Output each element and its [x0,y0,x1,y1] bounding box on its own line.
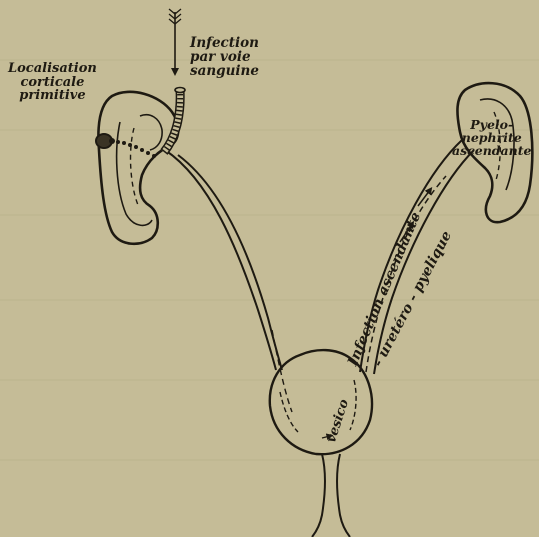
label-ascending-pyelonephritis: Pyelo- nephrite ascendante [452,118,531,157]
blood-vessel [164,88,185,153]
left-ureter [165,150,282,370]
cortical-focus [96,134,156,158]
urethra [312,454,350,537]
blood-route-arrow [169,9,181,72]
descending-path [272,330,292,412]
right-ureter [360,140,474,374]
label-blood-route: Infection par voie sanguine [190,36,259,79]
label-cortical-localisation: Localisation corticale primitive [8,62,97,103]
left-kidney [98,92,178,244]
